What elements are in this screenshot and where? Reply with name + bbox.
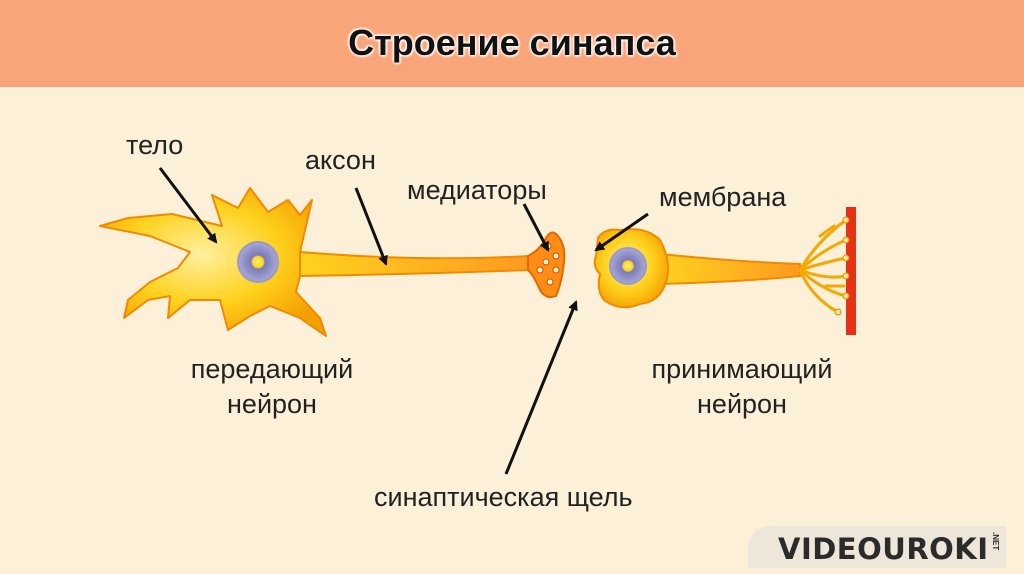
arrow-synaptic-cleft — [504, 300, 578, 475]
label-synaptic-cleft: синаптическая щель — [374, 482, 633, 512]
label-sending-neuron: передающий нейрон — [160, 352, 384, 422]
receiving-neuron — [593, 207, 856, 335]
label-receiving-neuron: принимающий нейрон — [612, 352, 872, 422]
label-membrane: мембрана — [659, 182, 787, 212]
mediator-vesicle — [542, 258, 550, 266]
pointer-arrows — [158, 167, 649, 475]
logo-suffix: .NET — [991, 532, 1000, 551]
mediator-vesicle — [552, 266, 560, 274]
label-sending-neuron-line2: нейрон — [227, 389, 317, 420]
label-receiving-neuron-line2: нейрон — [697, 389, 787, 420]
mediator-vesicle — [536, 266, 544, 274]
title-bar: Строение синапса — [0, 0, 1024, 87]
arrow-membrane — [594, 212, 649, 252]
logo-text: VIDEOUROKI — [778, 532, 989, 566]
receiving-neuron-nucleus — [609, 247, 647, 285]
label-receiving-neuron-line1: принимающий — [651, 354, 833, 384]
label-mediators: медиаторы — [407, 175, 547, 205]
axon-branches — [798, 218, 848, 314]
arrow-mediators — [522, 203, 550, 252]
mediator-vesicle — [552, 252, 560, 260]
sending-neuron — [99, 187, 531, 337]
endplates — [834, 216, 850, 316]
page-title: Строение синапса — [348, 22, 676, 63]
sending-neuron-nucleus — [237, 241, 279, 283]
videouroki-logo: VIDEOUROKI .NET — [748, 526, 1006, 568]
arrow-body — [158, 167, 218, 244]
sending-neuron-body — [99, 187, 327, 337]
label-body: тело — [126, 130, 184, 160]
label-sending-neuron-line1: передающий — [190, 354, 354, 384]
axon — [299, 250, 531, 278]
label-axon: аксон — [305, 145, 376, 175]
muscle-fiber — [846, 207, 856, 335]
receiving-dendrite — [659, 252, 801, 286]
axon-terminal — [527, 231, 566, 299]
arrow-axon — [354, 187, 388, 266]
mediator-vesicle — [546, 278, 554, 286]
